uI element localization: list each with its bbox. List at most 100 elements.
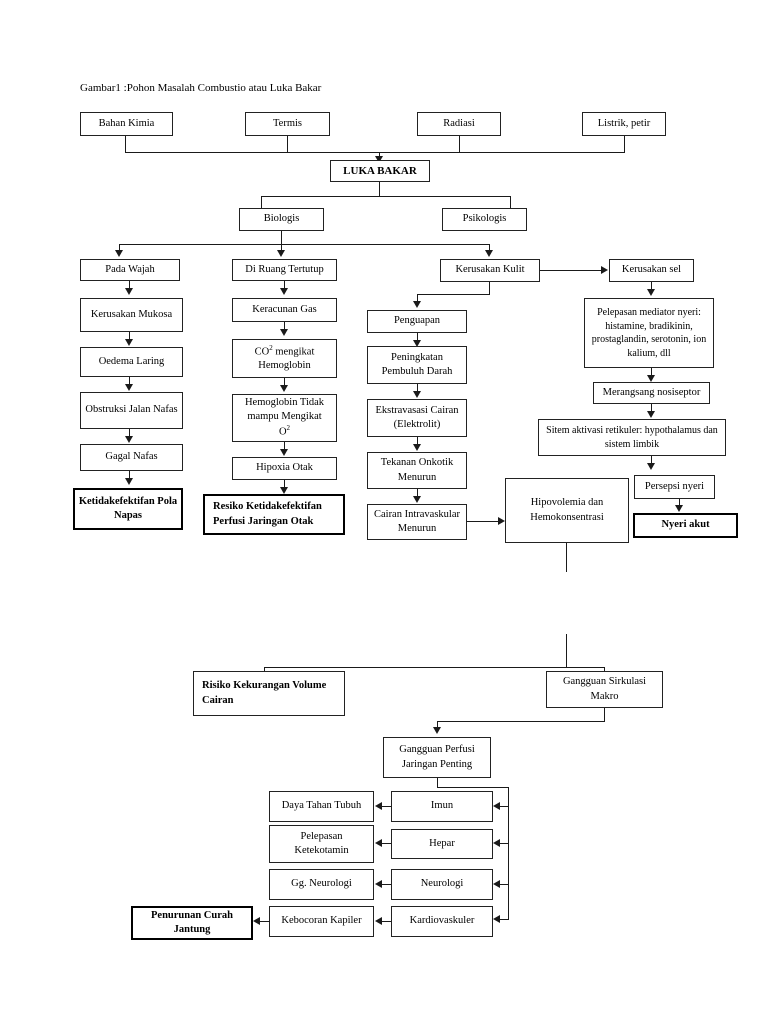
connector-bus-to-kulit bbox=[489, 244, 491, 254]
node-label: Kardiovaskuler bbox=[409, 915, 475, 927]
node-label: Imun bbox=[430, 800, 454, 812]
arrowhead-obstruksi bbox=[125, 384, 133, 391]
arrowhead-tekanan-onkotik bbox=[413, 444, 421, 451]
node-label: Kerusakan sel bbox=[621, 264, 682, 276]
connector-causes-bus bbox=[125, 152, 625, 154]
node-sitem-aktivasi-retikuler: Sitem aktivasi retikuler: hypothalamus d… bbox=[538, 419, 726, 456]
arrowhead-into-imun bbox=[493, 802, 500, 810]
node-hipovolemia-hemokonsentrasi: Hipovolemia dan Hemokonsentrasi bbox=[505, 478, 629, 543]
connector-penguapan-peningkatan bbox=[417, 333, 419, 342]
node-persepsi-nyeri: Persepsi nyeri bbox=[634, 475, 715, 499]
node-label: Hipoxia Otak bbox=[256, 462, 313, 474]
node-pelepasan-mediator-nyeri: Pelepasan mediator nyeri: histamine, bra… bbox=[584, 298, 714, 368]
connector-bus-to-hepar bbox=[499, 843, 509, 845]
connector-hepar-to-ketekotamin bbox=[381, 843, 391, 845]
node-neurologi: Neurologi bbox=[391, 869, 493, 900]
node-kerusakan-kulit: Kerusakan Kulit bbox=[440, 259, 540, 282]
arrowhead-pelepasan-mediator bbox=[647, 289, 655, 296]
node-di-ruang-tertutup: Di Ruang Tertutup bbox=[232, 259, 337, 281]
arrowhead-kerusakan-sel bbox=[601, 266, 608, 274]
node-label: Pelepasan mediator nyeri: histamine, bra… bbox=[591, 307, 707, 359]
connector-neurologi-to-gg bbox=[381, 884, 391, 886]
arrowhead-sitem-aktivasi bbox=[647, 411, 655, 418]
node-label: Listrik, petir bbox=[597, 117, 651, 129]
node-label: Hepar bbox=[429, 837, 455, 849]
arrowhead-ketidakefektifan-pola-napas bbox=[125, 478, 133, 485]
connector-sirkulasi-down bbox=[604, 708, 606, 722]
arrowhead-co2-mengikat bbox=[280, 329, 288, 336]
node-label: Termis bbox=[272, 117, 302, 129]
connector-to-psikologis bbox=[510, 196, 512, 208]
connector-bus-to-wajah bbox=[119, 244, 121, 254]
node-gagal-nafas: Gagal Nafas bbox=[80, 444, 183, 471]
node-listrik-petir: Listrik, petir bbox=[582, 112, 666, 136]
connector-obstruksi-gagal bbox=[129, 429, 131, 438]
node-label: Bahan Kimia bbox=[98, 117, 155, 129]
connector-kulit-to-sel bbox=[540, 270, 605, 272]
arrowhead-to-di-ruang-tertutup bbox=[277, 250, 285, 257]
connector-perfusi-down bbox=[437, 778, 439, 788]
connector-kulit-elbow bbox=[417, 294, 490, 296]
node-kerusakan-mukosa: Kerusakan Mukosa bbox=[80, 298, 183, 332]
node-label: Pada Wajah bbox=[105, 263, 155, 275]
connector-co2-hemoglobin bbox=[284, 378, 286, 387]
connector-cairan-to-hipovolemia bbox=[467, 521, 502, 523]
arrowhead-gangguan-perfusi bbox=[433, 727, 441, 734]
node-label: Resiko Ketidakefektifan Perfusi Jaringan… bbox=[213, 501, 322, 527]
node-label: Nyeri akut bbox=[661, 519, 710, 531]
node-label: Peningkatan Pembuluh Darah bbox=[381, 351, 453, 377]
arrowhead-to-pada-wajah bbox=[115, 250, 123, 257]
connector-keracunan-co2 bbox=[284, 322, 286, 331]
node-label: Pelepasan Ketekotamin bbox=[294, 830, 349, 856]
node-keracunan-gas: Keracunan Gas bbox=[232, 298, 337, 322]
connector-kardio-to-kebocoran bbox=[381, 921, 391, 923]
connector-bus-to-ruang bbox=[281, 244, 283, 254]
connector-mediator-nosiseptor bbox=[651, 368, 653, 377]
node-gangguan-sirkulasi-makro: Gangguan Sirkulasi Makro bbox=[546, 671, 663, 708]
node-kebocoran-kapiler: Kebocoran Kapiler bbox=[269, 906, 374, 937]
node-label: Persepsi nyeri bbox=[644, 480, 705, 492]
arrowhead-nyeri-akut bbox=[675, 505, 683, 512]
connector-imun-to-daya bbox=[381, 806, 391, 808]
node-cairan-intravaskular-menurun: Cairan Intravaskular Menurun bbox=[367, 504, 467, 540]
node-kerusakan-sel: Kerusakan sel bbox=[609, 259, 694, 282]
connector-biologis-down bbox=[281, 231, 283, 244]
node-imun: Imun bbox=[391, 791, 493, 822]
node-psikologis: Psikologis bbox=[442, 208, 527, 231]
node-tekanan-onkotik-menurun: Tekanan Onkotik Menurun bbox=[367, 452, 467, 489]
node-kardiovaskuler: Kardiovaskuler bbox=[391, 906, 493, 937]
node-resiko-ketidakefektifan-perfusi-jaringan-otak: Resiko Ketidakefektifan Perfusi Jaringan… bbox=[203, 494, 345, 535]
connector-biologis-bus bbox=[119, 244, 489, 246]
node-ketidakefektifan-pola-napas: Ketidakefektifan Pola Napas bbox=[73, 488, 183, 530]
node-label: Ekstravasasi Cairan (Elektrolit) bbox=[375, 404, 459, 430]
node-label: Di Ruang Tertutup bbox=[245, 263, 324, 275]
connector-nosiseptor-retikuler bbox=[651, 404, 653, 413]
node-label: Biologis bbox=[263, 213, 300, 225]
arrowhead-into-kebocoran-kapiler bbox=[375, 917, 382, 925]
arrowhead-hipoxia-otak bbox=[280, 449, 288, 456]
node-label: Gangguan Sirkulasi Makro bbox=[562, 676, 647, 702]
figure-caption: Gambar1 :Pohon Masalah Combustio atau Lu… bbox=[80, 82, 322, 94]
connector-retikuler-persepsi bbox=[651, 456, 653, 465]
connector-ekstravasasi-tekanan bbox=[417, 437, 419, 446]
connector-mukosa-oedema bbox=[129, 332, 131, 341]
node-risiko-kekurangan-volume-cairan: Risiko Kekurangan Volume Cairan bbox=[193, 671, 345, 716]
connector-organ-bus bbox=[508, 787, 510, 919]
node-daya-tahan-tubuh: Daya Tahan Tubuh bbox=[269, 791, 374, 822]
node-pada-wajah: Pada Wajah bbox=[80, 259, 180, 281]
node-label: LUKA BAKAR bbox=[343, 164, 417, 177]
connector-termis-down bbox=[287, 136, 289, 152]
connector-gagal-ketidakefektifan bbox=[129, 471, 131, 480]
arrowhead-to-root bbox=[375, 156, 383, 163]
connector-bahan-kimia-down bbox=[125, 136, 127, 152]
node-oedema-laring: Oedema Laring bbox=[80, 347, 183, 377]
node-label: Penguapan bbox=[393, 315, 441, 327]
connector-hipovolemia-drop-lower bbox=[566, 634, 568, 667]
node-label: Neurologi bbox=[420, 878, 464, 890]
connector-kebocoran-to-outcome bbox=[259, 921, 270, 923]
node-label: Oedema Laring bbox=[98, 355, 165, 367]
node-label: Kerusakan Kulit bbox=[455, 264, 525, 276]
